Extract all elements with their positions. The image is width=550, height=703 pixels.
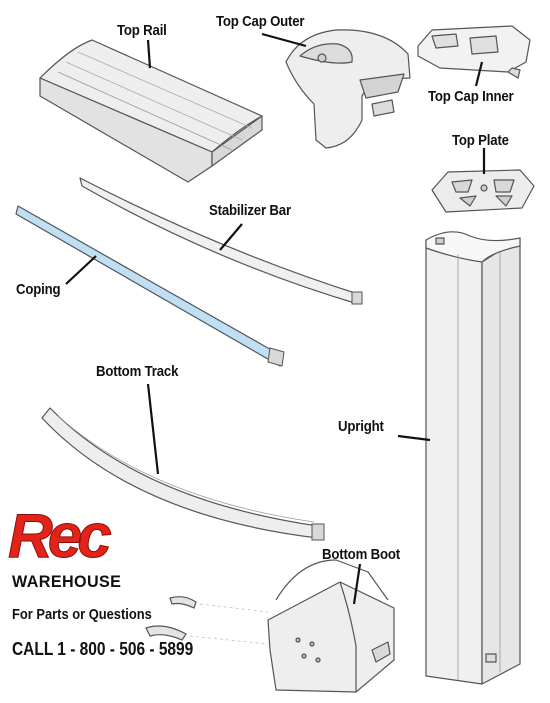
coping-leader [65,255,97,285]
leader-lines [65,32,486,605]
top-cap-inner-leader [474,61,484,87]
label-top-plate: Top Plate [452,132,509,149]
bottom-track-part [41,407,325,541]
upright-leader [397,434,431,442]
label-bottom-boot: Bottom Boot [322,546,400,563]
label-top-cap-outer: Top Cap Outer [216,13,305,30]
upright-part [425,231,521,685]
label-upright: Upright [338,418,384,435]
boot-clip-parts [145,596,269,645]
coping-part [15,205,285,367]
top-rail-leader [146,39,152,69]
stabilizer-bar-part [79,177,363,305]
label-top-rail: Top Rail [117,22,167,39]
label-bottom-track: Bottom Track [96,363,179,380]
stabilizer-bar-leader [219,223,243,251]
tagline: For Parts or Questions [12,606,152,623]
label-coping: Coping [16,281,61,298]
label-top-cap-inner: Top Cap Inner [428,88,514,105]
bottom-track-leader [146,383,160,475]
label-stabilizer-bar: Stabilizer Bar [209,202,291,219]
rec-logo: Rec [8,502,113,571]
bottom-boot-leader [352,563,362,605]
warehouse-wordmark: WAREHOUSE [12,572,122,591]
top-cap-inner-part [417,25,531,79]
top-plate-part [431,169,535,213]
phone-number: CALL 1 - 800 - 506 - 5899 [12,639,194,659]
bottom-boot-part [267,559,395,693]
top-rail-part [39,39,263,183]
top-cap-outer-part [285,29,411,149]
top-cap-outer-leader [261,32,307,48]
